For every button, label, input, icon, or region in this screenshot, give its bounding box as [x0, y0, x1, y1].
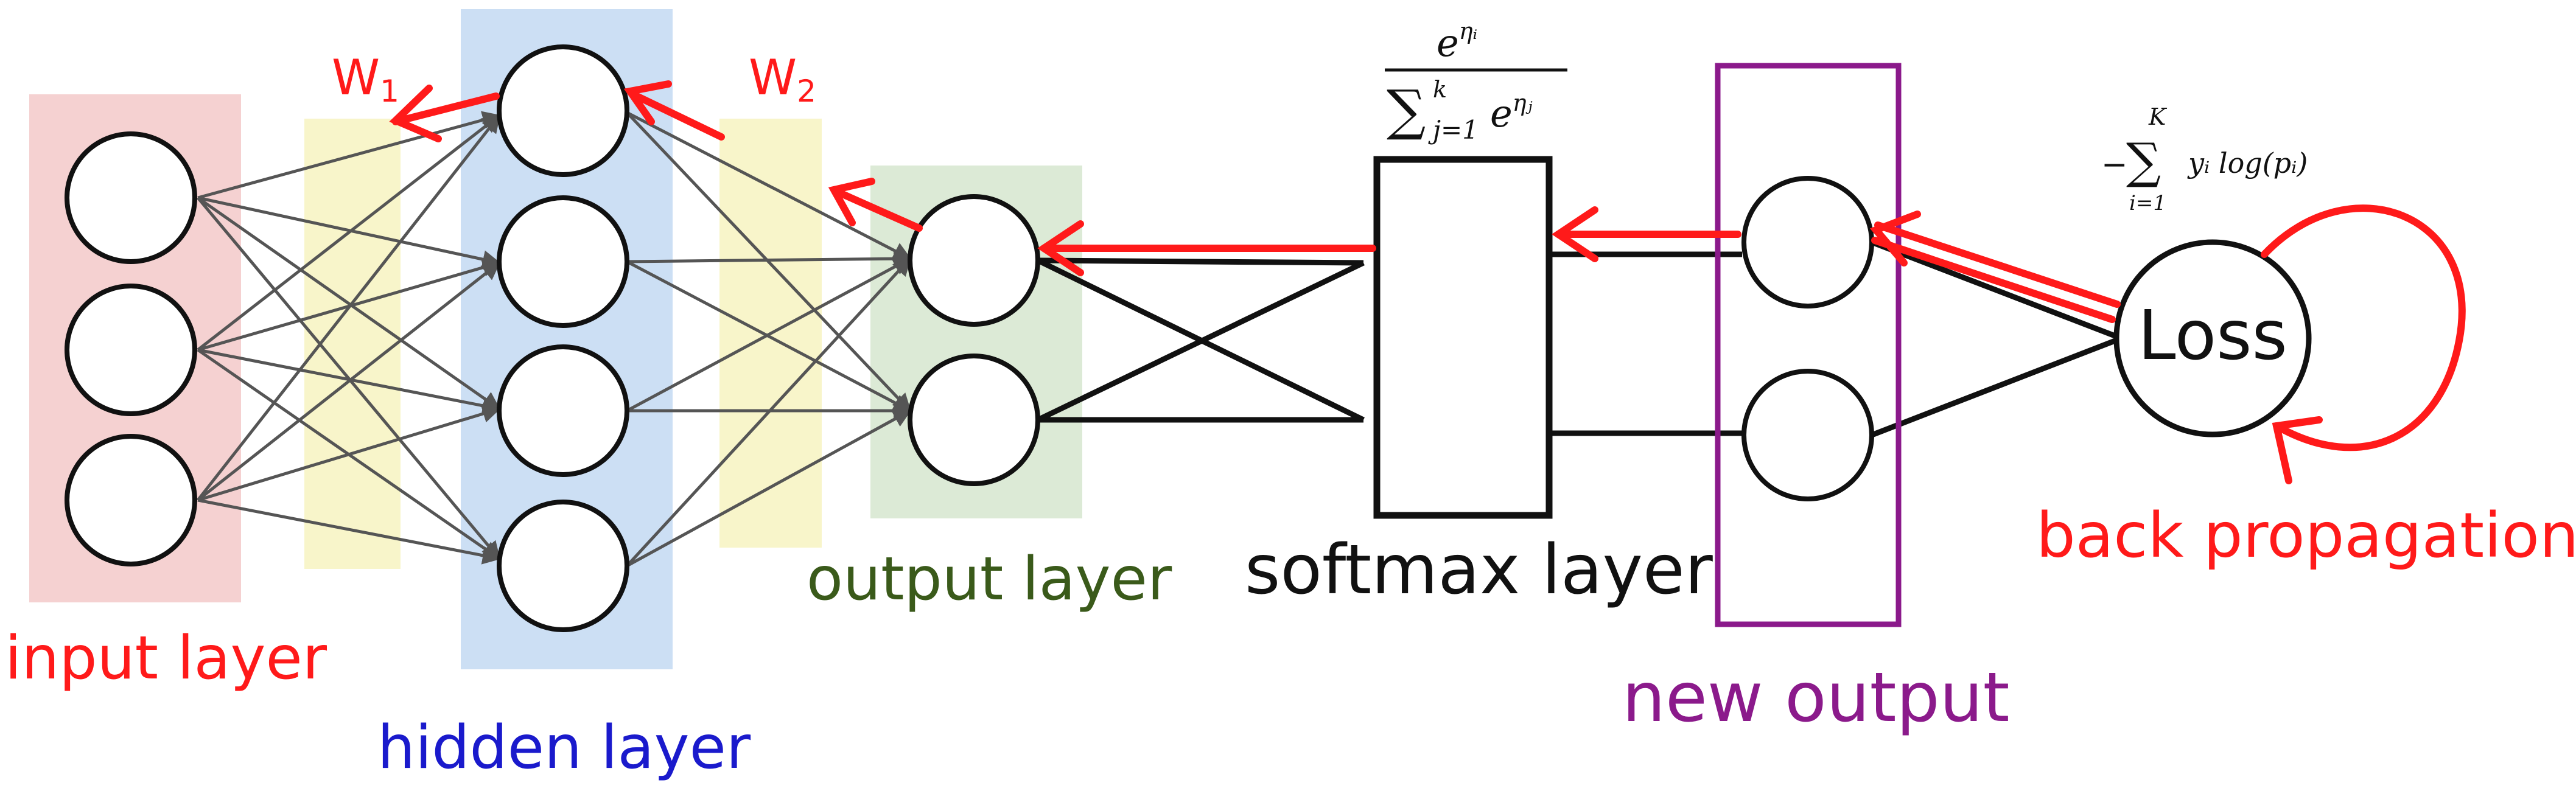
input-node: [65, 284, 197, 416]
hidden-node: [497, 500, 629, 632]
softmax-layer-label: softmax layer: [1245, 531, 1713, 610]
svg-text:yᵢ log(pᵢ): yᵢ log(pᵢ): [2187, 147, 2308, 179]
svg-text:j=1: j=1: [1428, 115, 1479, 145]
new-output-node: [1741, 369, 1874, 501]
svg-text:−: −: [2101, 147, 2128, 183]
output-softmax-connections: [1037, 257, 1365, 423]
softmax-formula: eηᵢ ∑ k j=1 eηⱼ: [1385, 18, 1567, 145]
output-node: [908, 194, 1040, 327]
hidden-output-connections: [626, 111, 912, 568]
back-propagation-label: back propagation: [2036, 500, 2576, 572]
output-layer-label: output layer: [807, 545, 1172, 614]
softmax-box: [1373, 156, 1553, 519]
backprop-arrows: [389, 80, 2466, 484]
loss-label: Loss: [2138, 296, 2287, 375]
svg-text:K: K: [2148, 103, 2168, 130]
hidden-layer-nodes: [497, 44, 629, 632]
hidden-node: [497, 195, 629, 328]
new-output-frame: [1715, 63, 1902, 627]
svg-text:eηᵢ: eηᵢ: [1437, 18, 1477, 65]
svg-text:k: k: [1433, 76, 1447, 103]
newoutput-loss-connections: [1871, 239, 2123, 438]
input-node: [65, 434, 197, 566]
output-layer-nodes: [908, 194, 1040, 486]
input-layer-nodes: [65, 131, 197, 566]
new-output-nodes: [1741, 176, 1874, 501]
w2-label: W2: [749, 49, 816, 109]
svg-text:∑: ∑: [2126, 133, 2161, 189]
loss-node: [2113, 239, 2312, 437]
input-hidden-connections: [197, 111, 501, 565]
loss-formula: − K ∑ i=1 yᵢ log(pᵢ): [2101, 103, 2308, 215]
input-layer-label: input layer: [5, 624, 327, 693]
hidden-node: [497, 344, 629, 477]
new-output-label: new output: [1622, 658, 2010, 737]
w1-label: W1: [332, 49, 399, 109]
output-node: [908, 354, 1040, 486]
svg-text:∑: ∑: [1387, 78, 1426, 142]
new-output-node: [1741, 176, 1874, 308]
softmax-newoutput-connections: [1549, 251, 1742, 436]
hidden-node: [497, 44, 629, 177]
input-node: [65, 131, 197, 264]
hidden-layer-label: hidden layer: [377, 713, 751, 782]
svg-text:eηⱼ: eηⱼ: [1490, 89, 1533, 136]
svg-text:i=1: i=1: [2129, 191, 2166, 215]
